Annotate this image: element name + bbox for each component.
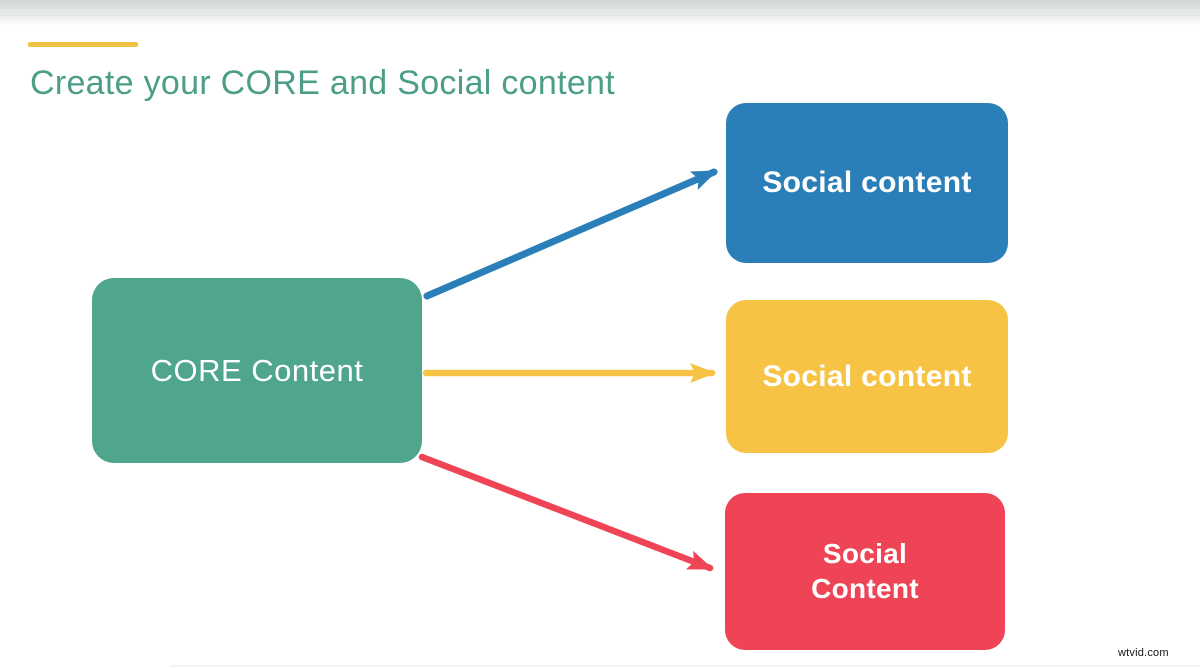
social-box-2-label: Social content <box>762 359 972 393</box>
core-content-box: CORE Content <box>92 278 422 463</box>
bottom-edge-line <box>170 665 1200 667</box>
social-box-3: Social Content <box>725 493 1005 650</box>
core-content-label: CORE Content <box>150 352 364 388</box>
social-box-3-label: Social Content <box>811 538 919 604</box>
social-box-1: Social content <box>726 103 1008 263</box>
slide-title: Create your CORE and Social content <box>30 64 616 102</box>
arrow-core-to-social-3 <box>418 453 714 572</box>
watermark: wtvid.com <box>1118 647 1169 659</box>
social-box-1-label: Social content <box>762 166 972 199</box>
title-accent-dash <box>28 42 138 47</box>
social-box-2: Social content <box>726 300 1008 453</box>
top-strip-divider <box>0 15 1200 16</box>
top-gradient-strip <box>0 0 1200 26</box>
arrow-core-to-social-1 <box>423 168 718 300</box>
